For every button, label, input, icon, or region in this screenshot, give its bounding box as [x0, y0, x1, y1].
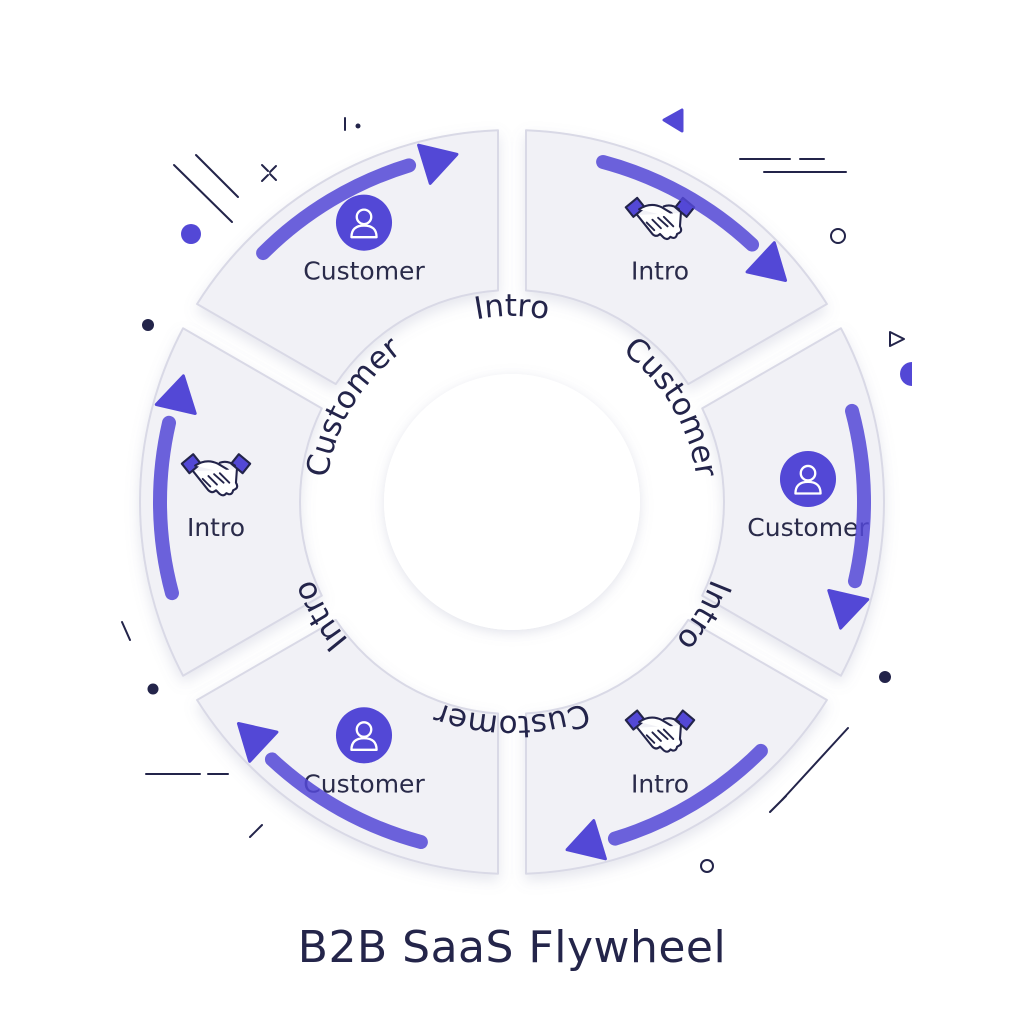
- flywheel-segment: Customer: [701, 327, 885, 677]
- segment-label: Customer: [303, 257, 425, 286]
- flow-arrow: [153, 374, 197, 601]
- segment-label: Intro: [631, 257, 689, 286]
- arrow-shaft: [264, 752, 428, 850]
- arrow-head: [417, 143, 459, 185]
- svg-text:Customer: Customer: [429, 695, 594, 744]
- segment-label: Intro: [631, 769, 689, 798]
- arrow-shaft: [596, 154, 760, 252]
- user-icon: [335, 193, 393, 252]
- flow-arrow: [565, 743, 768, 861]
- user-icon: [779, 450, 837, 508]
- arrow-head: [154, 374, 197, 415]
- arrow-shaft: [153, 415, 179, 601]
- flywheel-segment: Customer: [196, 129, 500, 386]
- flow-arrow: [256, 143, 459, 261]
- flow-arrow: [596, 154, 788, 282]
- flywheel-segment: Intro: [524, 129, 828, 386]
- flywheel-segment: Intro: [524, 618, 828, 875]
- center-hub-face: [384, 374, 640, 630]
- ring-word: Customer: [429, 695, 594, 744]
- flow-arrow: [827, 403, 871, 630]
- segment-shape: [524, 129, 828, 386]
- segment-label: Intro: [187, 513, 245, 542]
- arrow-head: [745, 241, 788, 282]
- flow-arrows: [153, 143, 871, 861]
- ring-word: Intro: [472, 288, 552, 327]
- arrow-shaft: [607, 743, 768, 846]
- flywheel-segment: Intro: [139, 327, 323, 677]
- segment-shape: [196, 129, 500, 386]
- svg-text:Intro: Intro: [472, 288, 552, 327]
- arrow-head: [827, 589, 870, 630]
- diagram-title: B2B SaaS Flywheel: [297, 922, 727, 973]
- segment-shape: [139, 327, 323, 677]
- segment-label: Customer: [747, 513, 869, 542]
- arrow-shaft: [845, 403, 871, 589]
- user-icon: [335, 706, 393, 765]
- decorative-dots: [142, 108, 912, 873]
- arrow-head: [236, 722, 279, 763]
- arrow-shaft: [256, 158, 417, 261]
- arrow-head: [565, 819, 607, 861]
- flow-arrow: [236, 722, 428, 850]
- decorative-accents: [121, 117, 849, 838]
- flywheel-segment: Customer: [196, 618, 500, 875]
